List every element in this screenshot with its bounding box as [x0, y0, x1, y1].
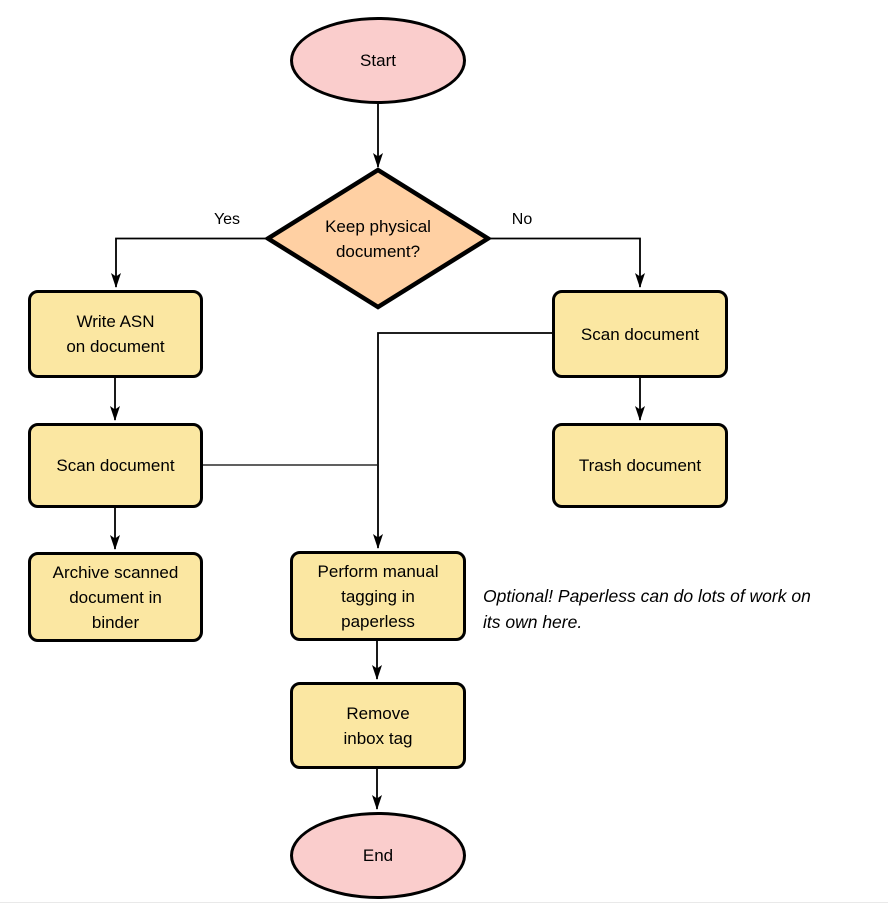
- node-remove-inbox-tag: Remove inbox tag: [290, 682, 466, 769]
- node-start-label: Start: [360, 51, 396, 70]
- annotation-note: Optional! Paperless can do lots of work …: [483, 586, 811, 632]
- edge-label-yes: Yes: [213, 211, 241, 228]
- node-archive-binder: Archive scanned document in binder: [28, 552, 203, 642]
- node-write-asn: Write ASN on document: [28, 290, 203, 378]
- decision-diamond-shape: [263, 167, 493, 310]
- node-manual-tagging: Perform manual tagging in paperless: [290, 551, 466, 641]
- node-start: Start: [290, 17, 466, 104]
- node-scan-document-left: Scan document: [28, 423, 203, 508]
- node-scan-document-right: Scan document: [552, 290, 728, 378]
- edge-decision-no-to-scan-right: [491, 237, 645, 288]
- edge-scan-right-to-tagging: [373, 332, 552, 549]
- page-bottom-edge: [0, 902, 888, 903]
- node-trash-document: Trash document: [552, 423, 728, 508]
- node-decision-label: Keep physical document?: [325, 217, 431, 261]
- node-end-label: End: [362, 846, 394, 865]
- edge-decision-yes-to-write-asn: [111, 237, 265, 288]
- edge-label-no: No: [511, 211, 533, 228]
- node-end: End: [290, 812, 466, 899]
